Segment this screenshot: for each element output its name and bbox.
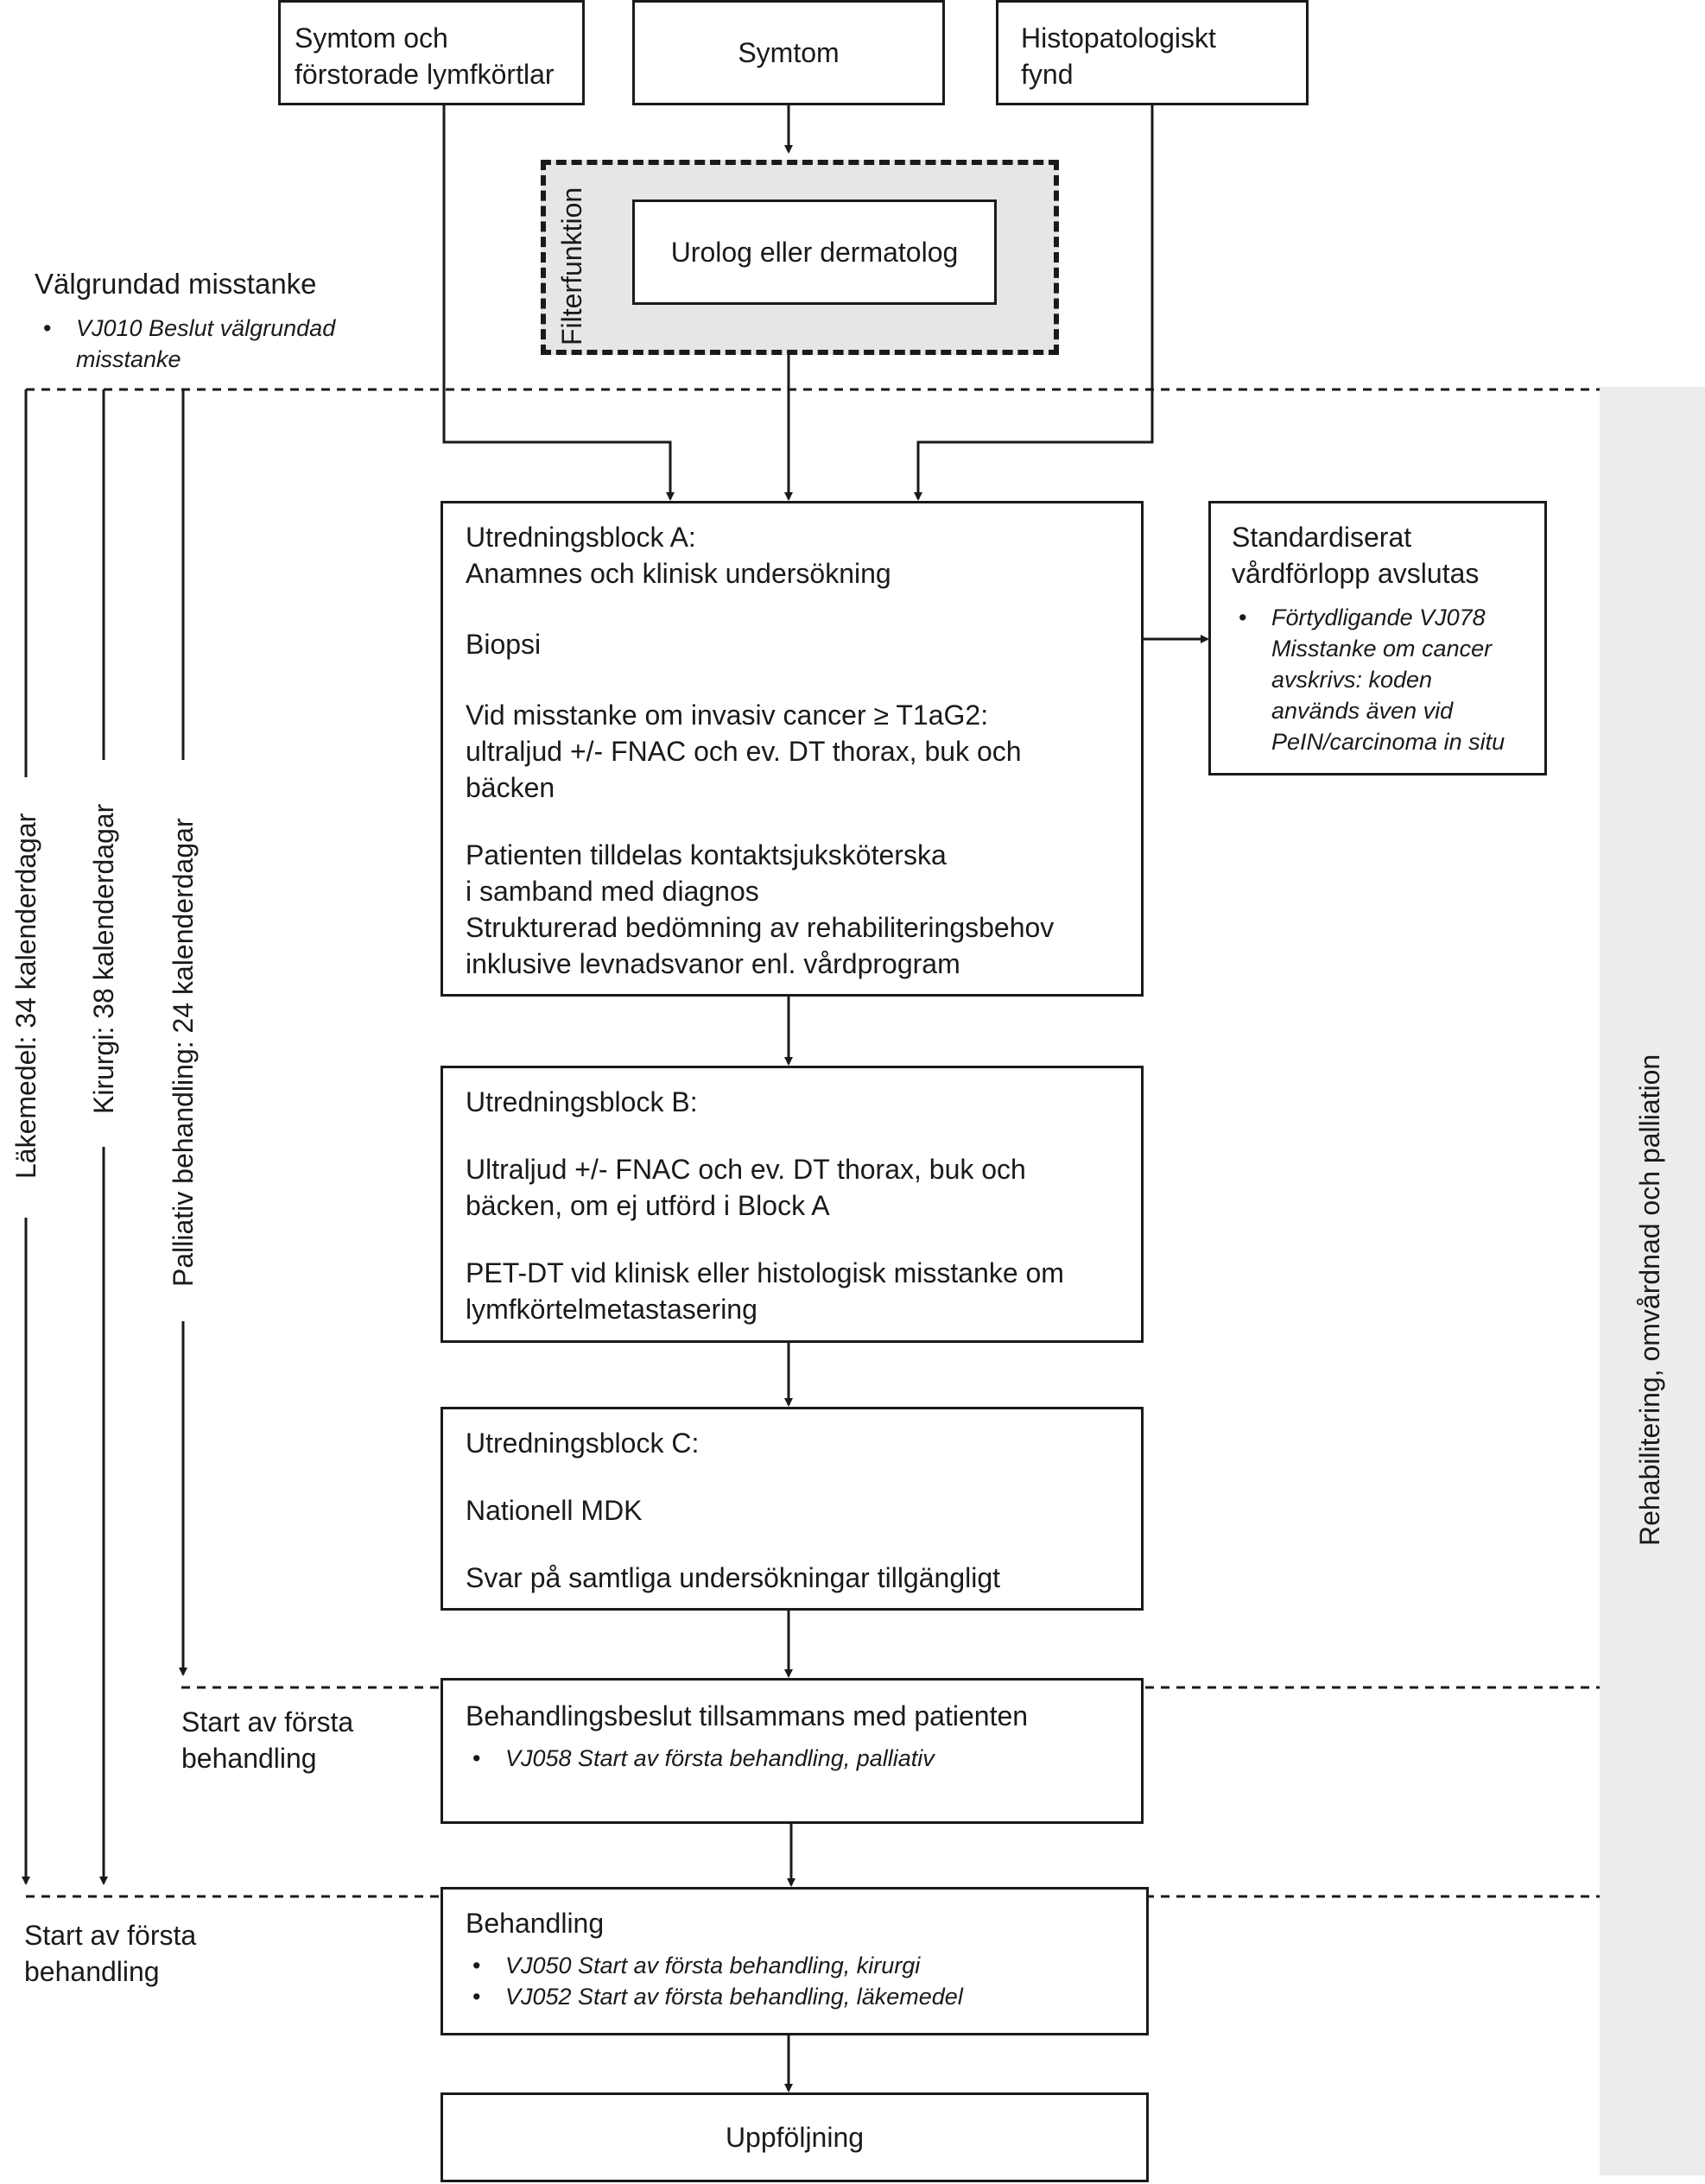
standard-bullet-line: Förtydligande VJ078 <box>1271 605 1486 630</box>
block-a-line: inklusive levnadsvanor enl. vårdprogram <box>466 948 960 979</box>
block-a-line: Vid misstanke om invasiv cancer ≥ T1aG2: <box>466 700 989 731</box>
box-standardiserat-avslutas: Standardiserat vårdförlopp avslutas • Fö… <box>1208 501 1547 775</box>
box-behandlingsbeslut: Behandlingsbeslut tillsammans med patien… <box>441 1678 1144 1824</box>
box-histopatologiskt-line1: Histopatologiskt <box>1021 22 1216 54</box>
timeline-lakemedel-label: Läkemedel: 34 kalenderdagar <box>10 813 41 1179</box>
standard-bullet-line: används även vid <box>1271 698 1454 724</box>
box-histopatologiskt-line2: fynd <box>1021 59 1074 90</box>
block-b-line: PET-DT vid klinisk eller histologisk mis… <box>466 1257 1064 1288</box>
start-main-label: Start av första behandling <box>24 1917 196 1990</box>
behandling-bullet: VJ052 Start av första behandling, läkeme… <box>505 1984 963 2010</box>
timeline-palliativ-label: Palliativ behandling: 24 kalenderdagar <box>168 818 199 1287</box>
box-behandling: Behandling • • VJ050 Start av första beh… <box>441 1887 1149 2035</box>
standard-title-line: vårdförlopp avslutas <box>1232 558 1480 589</box>
standard-bullet-line: avskrivs: koden <box>1271 667 1433 693</box>
valgrundad-title: Välgrundad misstanke <box>35 268 317 300</box>
box-utredningsblock-a: Utredningsblock A: Anamnes och klinisk u… <box>441 501 1144 997</box>
block-c-line: Nationell MDK <box>466 1495 643 1526</box>
timeline-kirurgi-label: Kirurgi: 38 kalenderdagar <box>88 803 119 1114</box>
beslut-bullet: VJ058 Start av första behandling, pallia… <box>505 1745 935 1771</box>
block-b-line: Ultraljud +/- FNAC och ev. DT thorax, bu… <box>466 1154 1026 1185</box>
block-c-line: Svar på samtliga undersökningar tillgäng… <box>466 1562 1001 1593</box>
behandling-bullet: VJ050 Start av första behandling, kirurg… <box>505 1953 921 1978</box>
box-symtom: Symtom <box>632 0 945 105</box>
block-a-line: Patienten tilldelas kontaktsjuksköterska <box>466 839 947 870</box>
standard-title-line: Standardiserat <box>1232 522 1412 553</box>
box-symtom-lymfkortlar-line1: Symtom och <box>295 22 448 54</box>
box-utredningsblock-b: Utredningsblock B: Ultraljud +/- FNAC oc… <box>441 1066 1144 1343</box>
box-uppfoljning: Uppföljning <box>441 2092 1149 2182</box>
start-palliativ-label: Start av första behandling <box>181 1704 353 1776</box>
start-palliativ-line: Start av första <box>181 1706 354 1738</box>
start-main-line: behandling <box>24 1956 160 1987</box>
box-symtom-lymfkortlar: Symtom och förstorade lymfkörtlar <box>278 0 585 105</box>
block-a-line: Anamnes och klinisk undersökning <box>466 558 891 589</box>
start-main-line: Start av första <box>24 1920 197 1951</box>
block-b-line: Utredningsblock B: <box>466 1086 698 1117</box>
box-urolog-dermatolog: Urolog eller dermatolog <box>632 199 997 305</box>
block-a-line: Utredningsblock A: <box>466 522 696 553</box>
block-b-line: lymfkörtelmetastasering <box>466 1294 757 1325</box>
block-a-line: bäcken <box>466 772 555 803</box>
box-histopatologiskt: Histopatologiskt fynd <box>996 0 1309 105</box>
block-a-line: Strukturerad bedömning av rehabilitering… <box>466 912 1055 943</box>
valgrundad-bullet: • VJ010 Beslut välgrundad misstanke <box>43 315 336 372</box>
beslut-title: Behandlingsbeslut tillsammans med patien… <box>466 1700 1029 1731</box>
block-a-line: Biopsi <box>466 629 542 660</box>
rehab-band <box>1600 387 1705 2175</box>
standard-bullet-line: Misstanke om cancer <box>1271 636 1493 662</box>
box-symtom-lymfkortlar-line2: förstorade lymfkörtlar <box>295 59 555 90</box>
block-b-line: bäcken, om ej utförd i Block A <box>466 1190 830 1221</box>
valgrundad-bullet-line2: misstanke <box>76 346 181 372</box>
behandling-title: Behandling <box>466 1908 605 1939</box>
block-c-line: Utredningsblock C: <box>466 1428 700 1459</box>
block-a-line: i samband med diagnos <box>466 876 759 907</box>
standard-bullet-line: PeIN/carcinoma in situ <box>1271 729 1505 755</box>
box-utredningsblock-c: Utredningsblock C: Nationell MDK Svar på… <box>441 1407 1144 1611</box>
valgrundad-bullet-line1: VJ010 Beslut välgrundad <box>76 315 336 341</box>
start-palliativ-line: behandling <box>181 1743 317 1774</box>
block-a-line: ultraljud +/- FNAC och ev. DT thorax, bu… <box>466 736 1022 767</box>
